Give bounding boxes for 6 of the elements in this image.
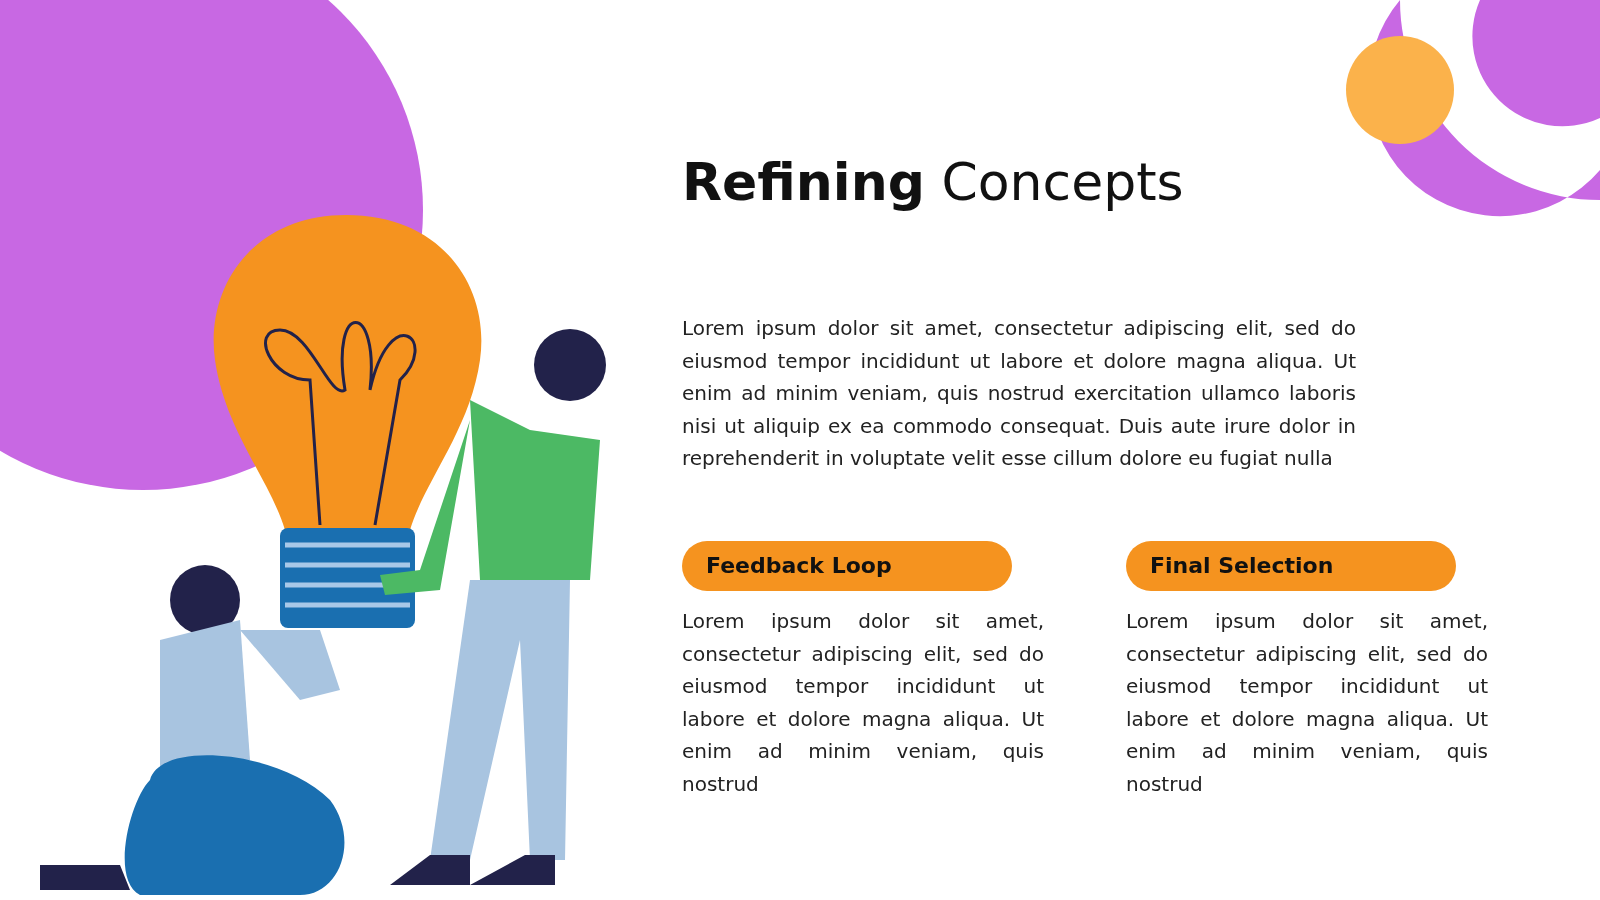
body-paragraph: Lorem ipsum dolor sit amet, consectetur adipiscing elit, sed do eiusmod tempor incididunt ut labore et dolore magna aliqua. Ut enim ad minim veniam, quis nostrud exercitation ullamco laboris nisi ut aliquip ex ea commodo consequat. Duis aute irure dolor in reprehenderit in voluptate velit esse cillum dolore eu fugiat nulla	[682, 315, 1356, 473]
heading-pill: Feedback Loop	[682, 541, 1012, 591]
slide-title: Refining Concepts	[682, 151, 1184, 214]
description-text: Lorem ipsum dolor sit amet, consectetur adipiscing elit, sed do eiusmod tempor incididunt ut labore et dolore magna aliqua. Ut enim ad minim veniam, quis nostrud	[682, 608, 1044, 798]
heading-pill: Final Selection	[1126, 541, 1456, 591]
description-text: Lorem ipsum dolor sit amet, consectetur adipiscing elit, sed do eiusmod tempor incididunt ut labore et dolore magna aliqua. Ut enim ad minim veniam, quis nostrud	[1126, 608, 1488, 798]
